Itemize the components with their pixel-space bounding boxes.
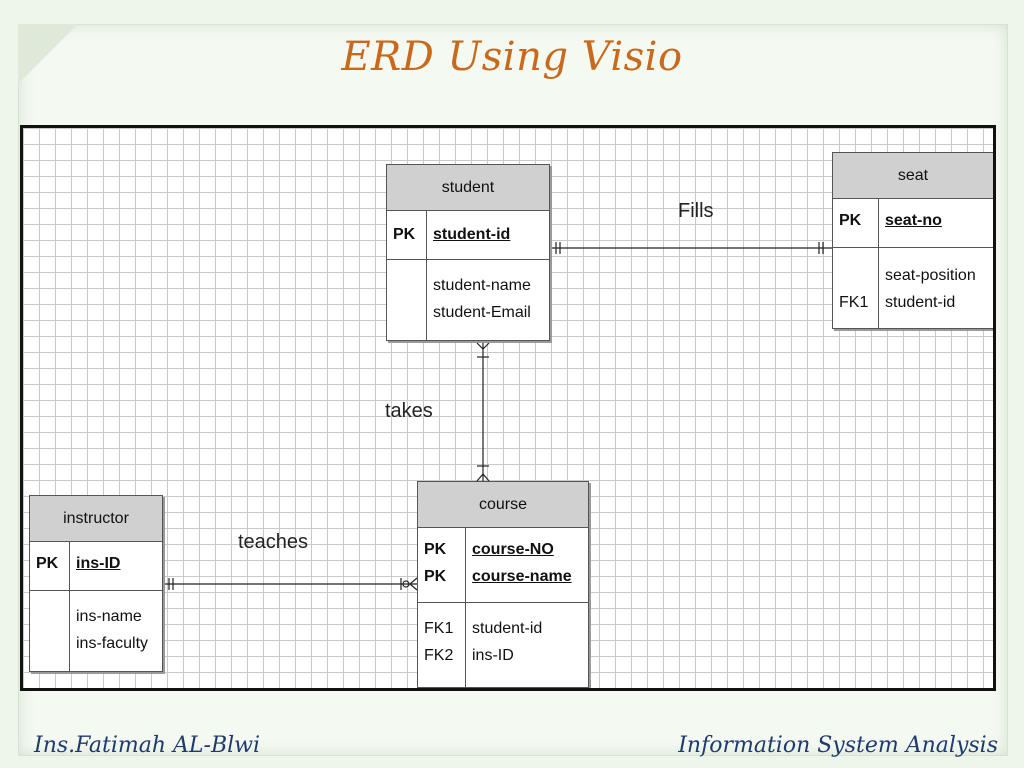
entity-instructor-pk-row: PK ins-ID — [30, 542, 162, 591]
entity-course-name: course — [418, 482, 588, 528]
pk-label: PK — [393, 226, 416, 243]
pk-label: PK — [424, 541, 447, 558]
course-name-field: course-name — [472, 568, 572, 585]
teaches-course-circle — [402, 580, 410, 588]
ins-name-field: ins-name — [76, 608, 142, 625]
entity-student-pk-row: PK student-id — [387, 211, 549, 260]
pk-label: PK — [424, 568, 447, 585]
pk-label: PK — [36, 555, 59, 572]
relationship-label-takes: takes — [385, 400, 433, 422]
erd-canvas: student PK student-id student-name stude… — [20, 125, 996, 691]
fk1-label: FK1 — [839, 294, 869, 311]
entity-seat[interactable]: seat PK seat-no FK1 seat-position studen… — [832, 152, 993, 329]
course-ins-id-field: ins-ID — [472, 647, 514, 664]
entity-student-attr-row: student-name student-Email — [387, 260, 549, 340]
footer-course: Information System Analysis — [678, 733, 998, 758]
ins-id-field: ins-ID — [76, 555, 121, 572]
seat-no-field: seat-no — [885, 212, 942, 229]
entity-course-pk-row: PK PK course-NO course-name — [418, 528, 588, 603]
relationship-lines — [162, 242, 832, 591]
entity-seat-name: seat — [833, 153, 993, 199]
takes-course-crow-l — [476, 473, 484, 482]
fk2-label: FK2 — [424, 647, 454, 664]
slide-title: ERD Using Visio — [341, 34, 683, 80]
entity-instructor-attr-row: ins-name ins-faculty — [30, 591, 162, 671]
entity-seat-pk-row: PK seat-no — [833, 199, 993, 248]
course-no-field: course-NO — [472, 541, 554, 558]
relationship-label-fills: Fills — [678, 200, 714, 222]
entity-instructor-name: instructor — [30, 496, 162, 542]
takes-course-crow-r — [482, 473, 490, 482]
entity-course[interactable]: course PK PK course-NO course-name FK1 F… — [417, 481, 589, 688]
entity-instructor[interactable]: instructor PK ins-ID ins-name ins-facult… — [29, 495, 163, 672]
takes-student-crow-l — [476, 342, 484, 350]
entity-student-name: student — [387, 165, 549, 211]
ins-faculty-field: ins-faculty — [76, 635, 149, 652]
student-id-field: student-id — [433, 226, 511, 243]
teaches-course-crow-b — [409, 583, 418, 591]
relationship-label-teaches: teaches — [238, 531, 309, 553]
entity-student[interactable]: student PK student-id student-name stude… — [386, 164, 550, 341]
student-email-field: student-Email — [433, 304, 531, 321]
entity-seat-attr-row: FK1 seat-position student-id — [833, 248, 993, 328]
teaches-course-crow-t — [409, 577, 418, 585]
pk-label: PK — [839, 212, 862, 229]
entity-course-attr-row: FK1 FK2 student-id ins-ID — [418, 603, 588, 687]
fk1-label: FK1 — [424, 620, 454, 637]
takes-student-crow-r — [482, 342, 490, 350]
corner-fold — [18, 24, 78, 84]
seat-student-id-field: student-id — [885, 294, 956, 311]
seat-position-field: seat-position — [885, 267, 976, 284]
footer-author: Ins.Fatimah AL-Blwi — [34, 733, 261, 758]
course-student-id-field: student-id — [472, 620, 543, 637]
student-name-field: student-name — [433, 277, 531, 294]
